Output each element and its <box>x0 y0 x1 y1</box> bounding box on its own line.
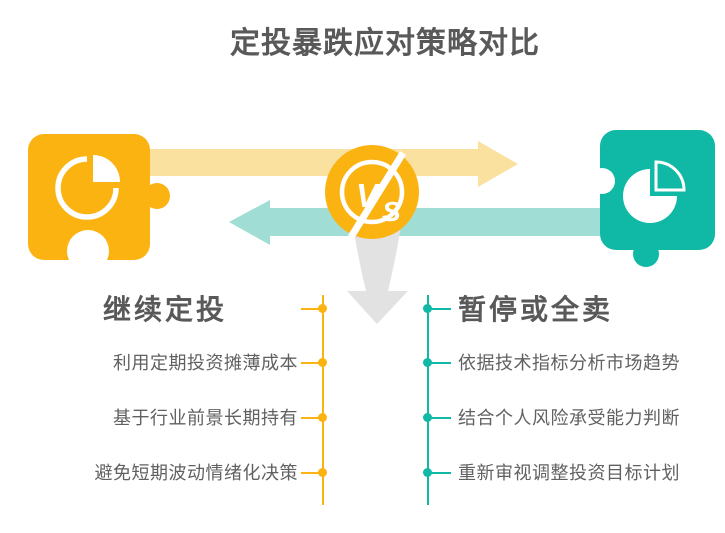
left-timeline-tick <box>301 417 322 419</box>
left-timeline-tick <box>301 362 322 364</box>
right-arrow-icon <box>148 141 518 187</box>
right-timeline-tick <box>430 362 451 364</box>
vs-letter-v: V <box>356 177 381 214</box>
right-timeline-dot <box>423 413 432 422</box>
left-timeline-tick <box>301 308 322 310</box>
down-arrow-icon <box>347 226 408 324</box>
left-timeline-tick <box>301 472 322 474</box>
right-strategy-item: 结合个人风险承受能力判断 <box>458 408 680 428</box>
hero-graphic: V S <box>28 130 715 324</box>
pie-chart-icon <box>623 160 686 223</box>
right-strategy-heading: 暂停或全卖 <box>458 294 614 325</box>
left-strategy-item: 避免短期波动情绪化决策 <box>94 463 298 483</box>
right-strategy-item: 依据技术指标分析市场趋势 <box>458 353 680 373</box>
left-puzzle-icon <box>28 134 170 272</box>
right-timeline-tick <box>430 417 451 419</box>
left-strategy-item: 基于行业前景长期持有 <box>113 408 298 428</box>
right-puzzle-icon <box>589 130 715 267</box>
left-arrow-icon <box>229 200 600 245</box>
right-timeline-dot <box>423 304 432 313</box>
left-timeline-dot <box>318 468 327 477</box>
vs-badge-icon: V S <box>325 145 419 239</box>
right-timeline-tick <box>430 472 451 474</box>
vs-letter-s: S <box>382 196 401 227</box>
left-timeline-line <box>322 295 324 505</box>
left-strategy-item: 利用定期投资摊薄成本 <box>113 353 298 373</box>
pie-chart-icon <box>55 155 120 220</box>
right-timeline-dot <box>423 468 432 477</box>
left-strategy-heading: 继续定投 <box>103 294 228 325</box>
left-timeline-dot <box>318 413 327 422</box>
left-timeline-dot <box>318 358 327 367</box>
right-strategy-item: 重新审视调整投资目标计划 <box>458 463 680 483</box>
page-title: 定投暴跌应对策略对比 <box>230 27 540 60</box>
right-timeline-dot <box>423 358 432 367</box>
left-timeline-dot <box>318 304 327 313</box>
right-timeline-line <box>427 295 429 505</box>
right-timeline-tick <box>430 308 451 310</box>
